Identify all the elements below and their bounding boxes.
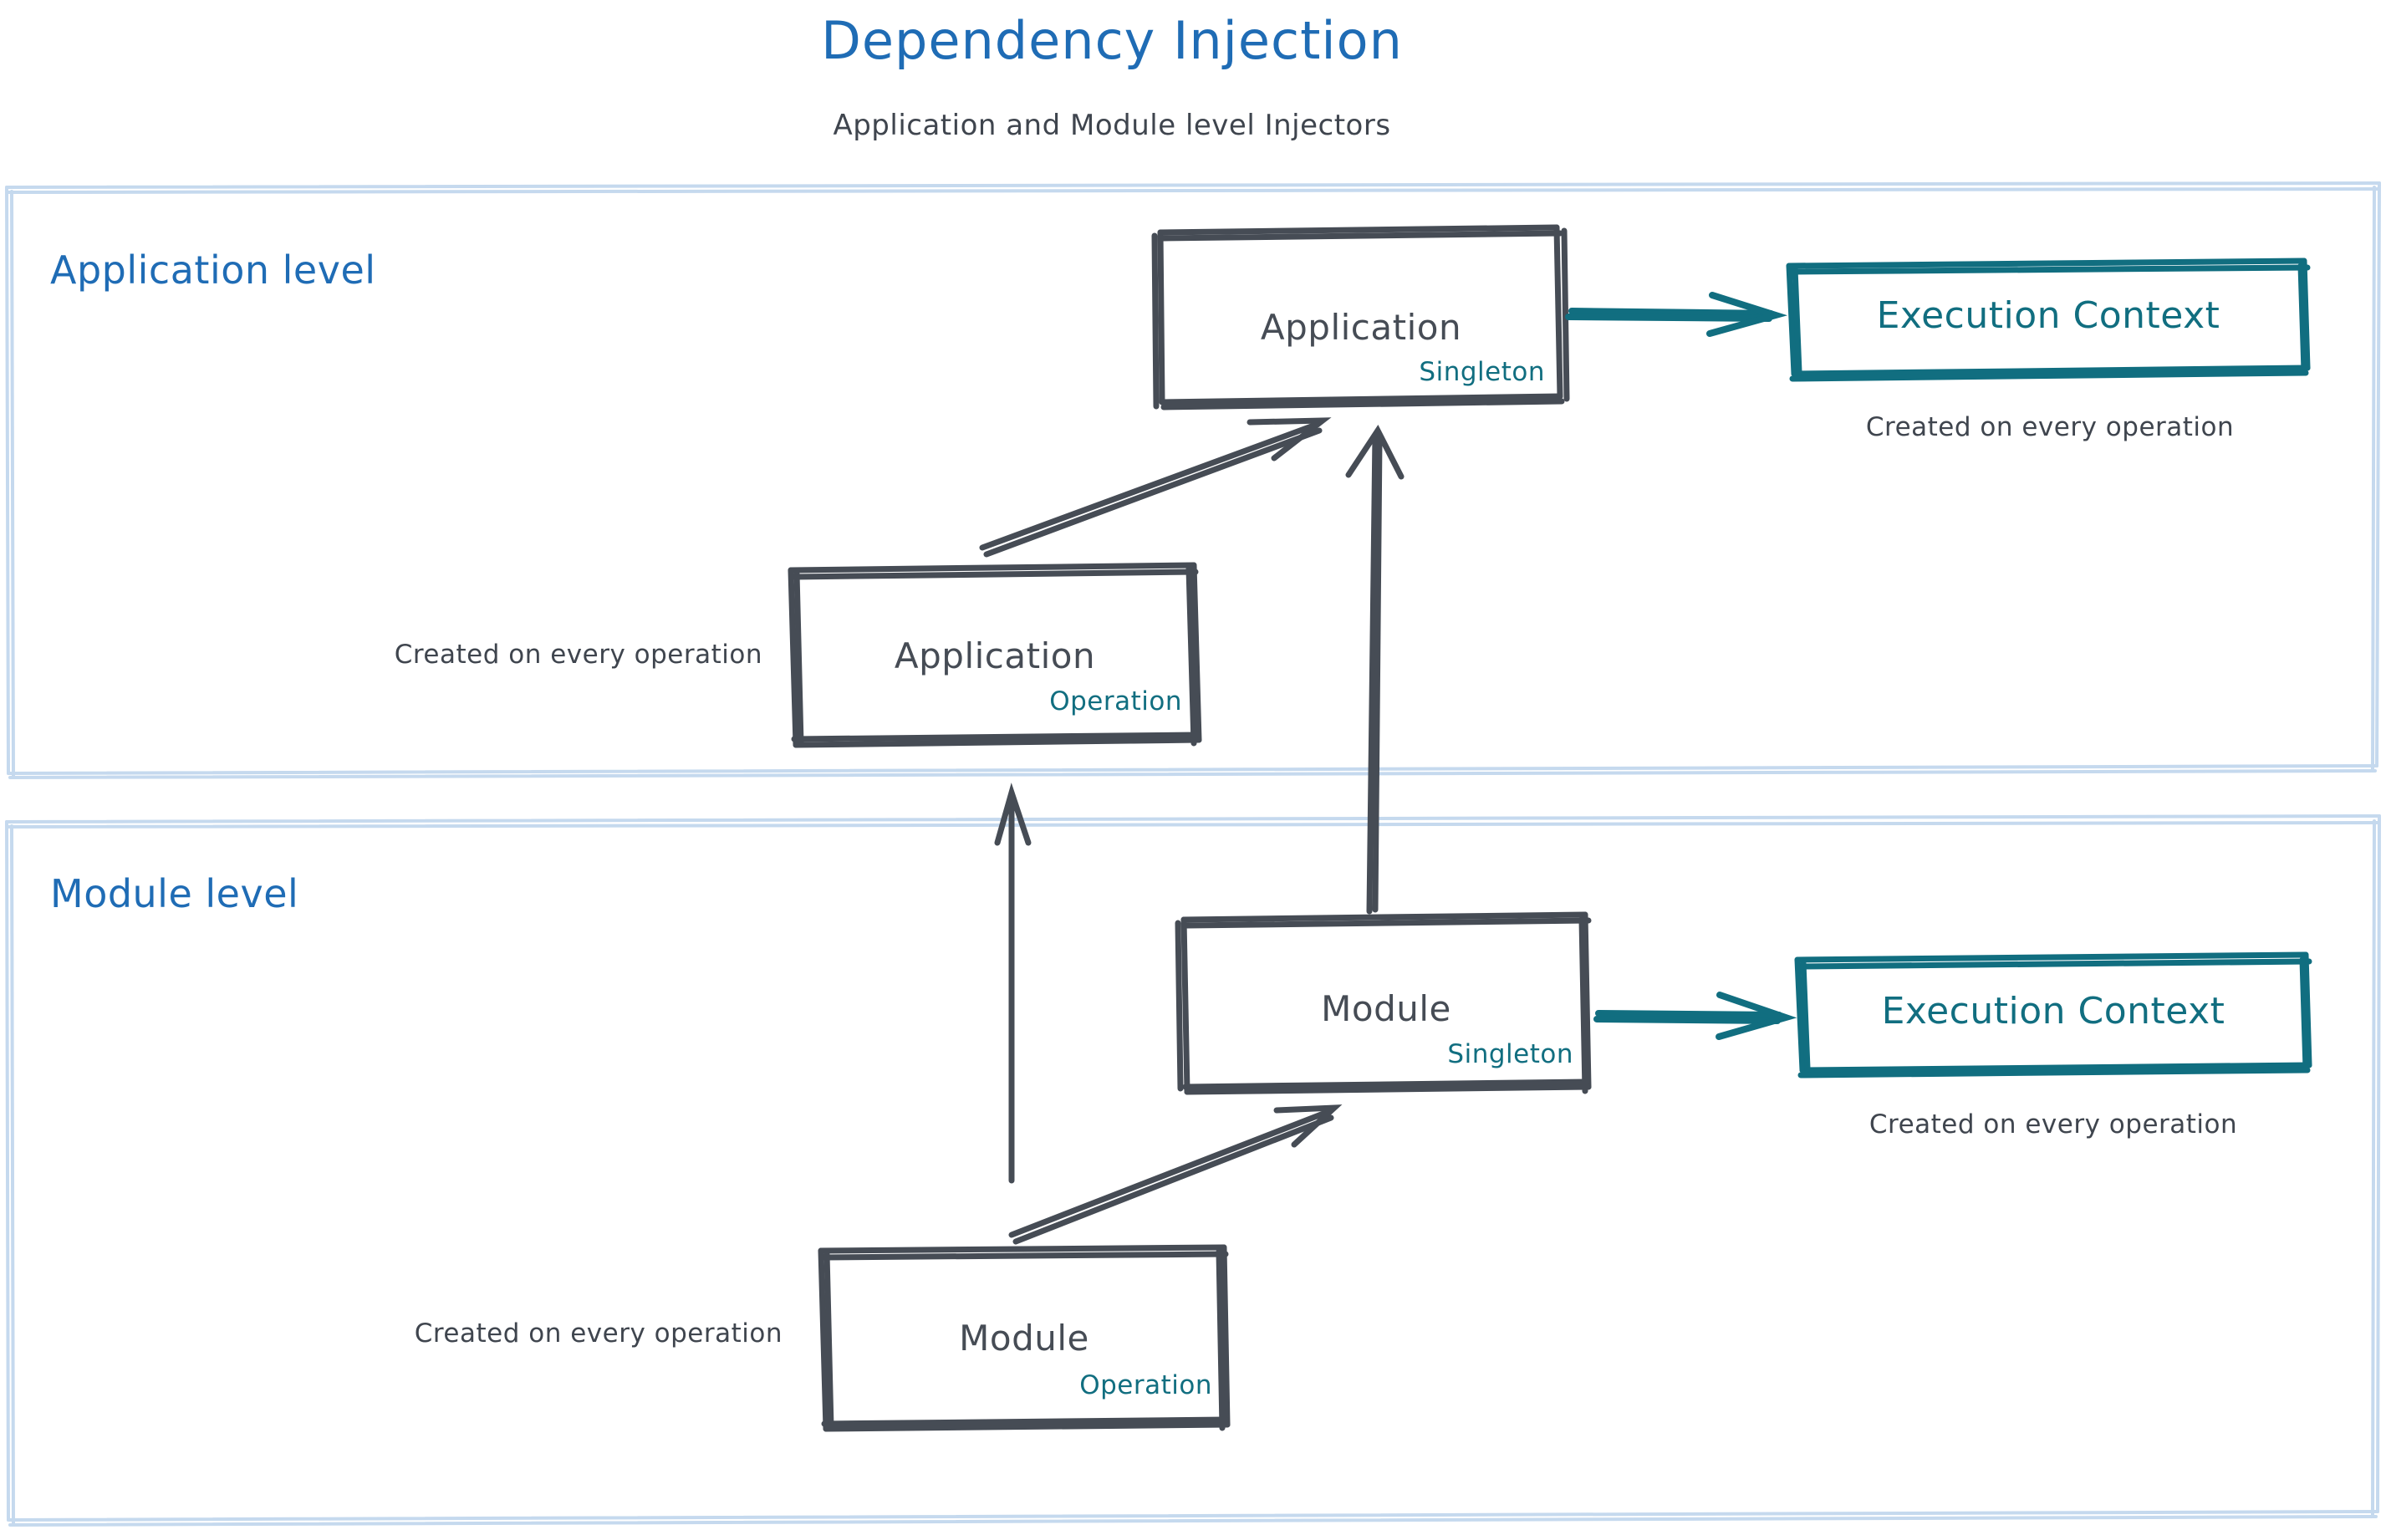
panel-application-level-frame: [5, 181, 2381, 779]
node-module-operation-title: Module: [959, 1318, 1089, 1359]
node-execution-context-module-frame: [1794, 951, 2312, 1079]
arrow-module-singleton-to-app-singleton: [1345, 425, 1405, 915]
arrow-module-singleton-to-execution-context: [1593, 992, 1797, 1040]
node-application-operation-scope: Operation: [1049, 686, 1182, 716]
arrow-module-operation-to-module-singleton: [1008, 1104, 1343, 1245]
node-application-singleton-title: Application: [1260, 307, 1462, 348]
arrow-app-operation-to-app-singleton: [979, 417, 1332, 558]
node-execution-context-module-title: Execution Context: [1881, 990, 2225, 1033]
node-module-operation-frame: [818, 1244, 1231, 1432]
node-application-operation[interactable]: Application Operation: [791, 567, 1199, 744]
node-execution-context-app-frame: [1786, 258, 2311, 382]
node-module-singleton-title: Module: [1321, 988, 1451, 1029]
node-application-singleton-frame: [1151, 224, 1570, 410]
node-execution-context-app-title: Execution Context: [1876, 294, 2220, 337]
node-execution-context-module[interactable]: Execution Context: [1797, 956, 2309, 1068]
node-application-operation-frame: [788, 562, 1202, 748]
node-module-operation-scope: Operation: [1079, 1370, 1212, 1400]
node-application-singleton-scope: Singleton: [1419, 357, 1545, 387]
panel-module-level-frame: [5, 814, 2381, 1527]
node-execution-context-app[interactable]: Execution Context: [1789, 263, 2307, 373]
node-application-singleton[interactable]: Application Singleton: [1160, 230, 1562, 401]
node-application-operation-title: Application: [894, 635, 1096, 676]
node-module-singleton[interactable]: Module Singleton: [1184, 916, 1588, 1090]
node-module-operation[interactable]: Module Operation: [821, 1249, 1227, 1426]
node-module-singleton-scope: Singleton: [1447, 1039, 1573, 1069]
arrow-app-singleton-to-execution-context: [1565, 292, 1788, 337]
arrow-module-operation-to-application-level: [994, 783, 1032, 1184]
node-module-singleton-frame: [1175, 911, 1592, 1095]
